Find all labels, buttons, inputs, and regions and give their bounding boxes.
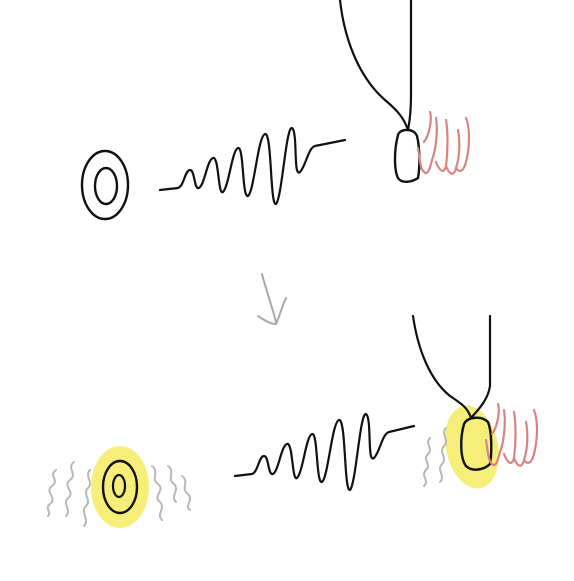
ring-icon <box>80 149 130 221</box>
vibration-icon-right <box>151 465 191 521</box>
hand-icon-after <box>484 402 539 467</box>
vibration-icon-left <box>46 461 91 527</box>
ring-icon-glowing <box>101 459 139 515</box>
string-line-right <box>406 0 413 132</box>
ring-outer <box>101 459 139 515</box>
vibration-icon-pendant <box>423 427 447 487</box>
pendant-glow <box>445 405 499 489</box>
arrow-shaft <box>261 273 277 323</box>
pendant-icon-glowing <box>460 416 493 471</box>
ring-outer <box>80 149 130 221</box>
string-line <box>411 314 473 420</box>
string-line-right <box>469 314 492 420</box>
ring-glow <box>91 446 149 528</box>
pendant-icon <box>393 128 421 183</box>
ring-inner <box>93 166 119 206</box>
ring-inner <box>111 473 127 499</box>
arrow-head <box>257 297 287 325</box>
hand-icon <box>416 110 471 175</box>
string-line <box>338 0 410 132</box>
down-arrow-icon <box>257 273 287 325</box>
waveform-icon-after <box>233 412 416 492</box>
waveform-icon <box>158 126 347 206</box>
panel-before <box>80 0 471 221</box>
panel-after <box>46 314 539 528</box>
